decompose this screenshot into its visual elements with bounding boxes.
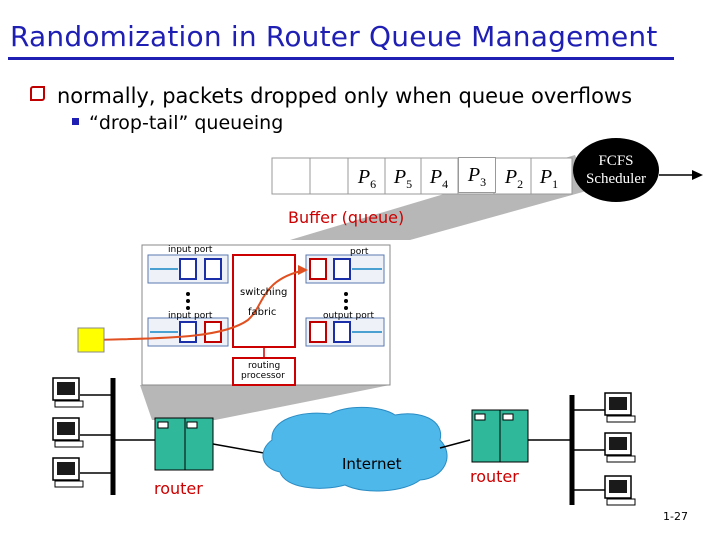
bullet-drop-tail: “drop-tail” queueing — [72, 112, 283, 134]
switching-fabric — [232, 254, 296, 348]
output-port-label-top: port — [350, 247, 369, 257]
packet-p3: P3 — [458, 157, 496, 193]
input-port-label-top: input port — [168, 245, 213, 255]
computer-icon — [52, 457, 84, 488]
bullet-text-2: “drop-tail” queueing — [89, 112, 284, 134]
packet-path — [94, 269, 306, 341]
fabric-label: fabric — [248, 307, 277, 318]
bullet-text-1: normally, packets dropped only when queu… — [57, 84, 633, 108]
scheduler-line2: Scheduler — [586, 171, 646, 187]
fcfs-scheduler: FCFS Scheduler — [573, 138, 659, 202]
scheduler-line1: FCFS — [598, 153, 634, 169]
switching-label: switching — [240, 287, 288, 298]
queue-buffer — [271, 157, 573, 195]
packet-p5: P5 — [393, 166, 413, 191]
page-number: 1-27 — [663, 510, 688, 523]
packet-p6: P6 — [357, 166, 377, 191]
bullet-normal-drop: normally, packets dropped only when queu… — [30, 84, 632, 108]
internet-label: Internet — [342, 455, 402, 473]
packet-p2: P2 — [504, 166, 524, 191]
computer-icon — [604, 475, 636, 506]
packet-p1: P1 — [539, 166, 559, 191]
zoom-fan-bottom — [140, 385, 390, 420]
router-right-label: router — [470, 467, 519, 486]
router-icon — [154, 417, 214, 471]
computer-icon — [52, 377, 84, 408]
input-port-label-bottom: input port — [168, 311, 213, 321]
router-icon — [471, 409, 529, 463]
packet-p4: P4 — [429, 166, 449, 191]
slide-title: Randomization in Router Queue Management — [10, 20, 658, 53]
processor-label: processor — [241, 371, 285, 381]
incoming-packet — [77, 327, 105, 353]
computer-icon — [52, 417, 84, 448]
output-port-label-bottom: output port — [323, 311, 374, 321]
bullet-square-icon — [72, 118, 79, 125]
computer-icon — [604, 432, 636, 463]
bullet-box-icon — [30, 86, 45, 101]
routing-label: routing — [248, 361, 281, 371]
computer-icon — [604, 392, 636, 423]
internet-cloud — [262, 406, 448, 492]
buffer-label: Buffer (queue) — [288, 208, 405, 227]
routing-processor — [232, 357, 296, 386]
title-underline — [8, 57, 674, 60]
router-left-label: router — [154, 479, 203, 498]
